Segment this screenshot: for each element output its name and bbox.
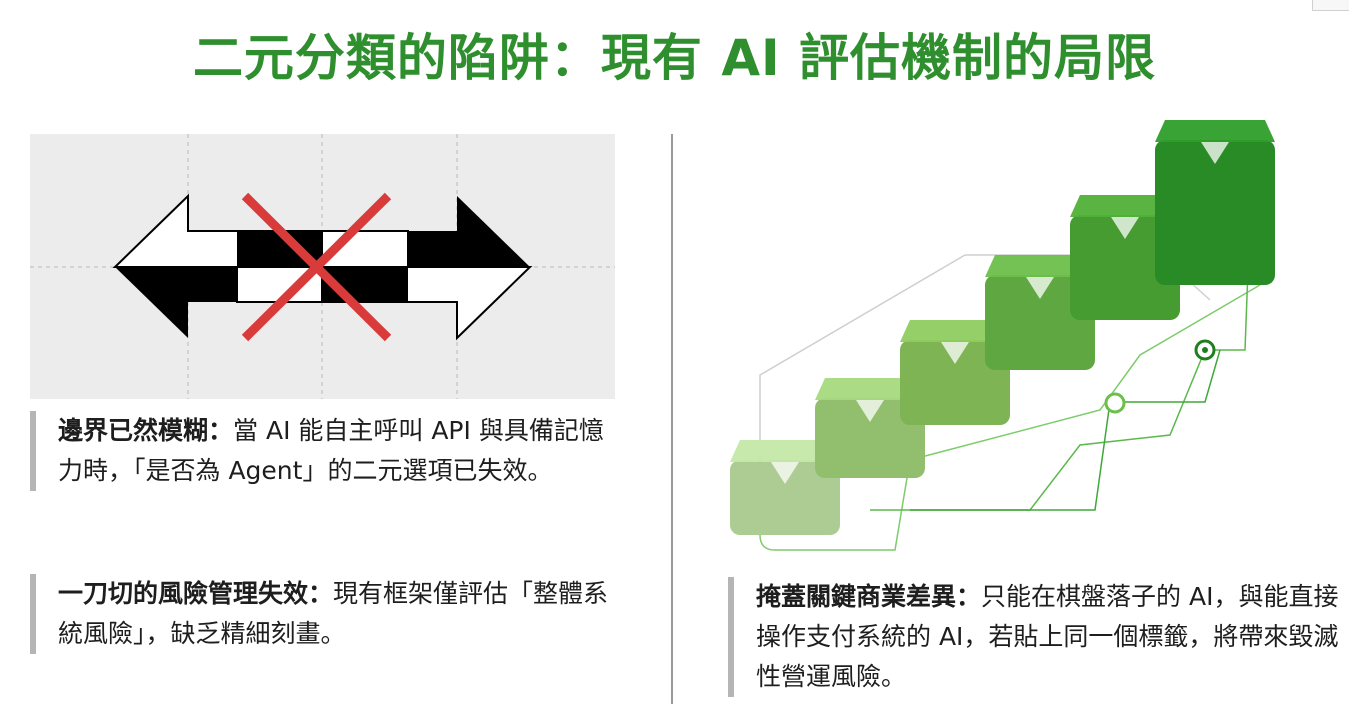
- cube-2: [815, 378, 925, 478]
- window-corner-frame: [1312, 0, 1349, 11]
- green-cubes-icon: [730, 120, 1275, 551]
- crossed-arrows-icon: [30, 134, 615, 399]
- cube-4: [985, 255, 1095, 370]
- cube-3: [900, 320, 1010, 425]
- column-divider: [671, 134, 673, 704]
- callout-heading: 一刀切的風險管理失效：: [58, 579, 334, 608]
- callout-heading: 邊界已然模糊：: [58, 416, 234, 445]
- callout-body: 現有框架僅評估「整體系統風險」，缺乏精細刻畫。: [58, 579, 609, 648]
- cube-5: [1070, 195, 1180, 320]
- callout-one-size-risk: 一刀切的風險管理失效：現有框架僅評估「整體系統風險」，缺乏精細刻畫。: [30, 574, 618, 654]
- callout-heading: 掩蓋關鍵商業差異：: [756, 582, 982, 611]
- callout-business-differences: 掩蓋關鍵商業差異：只能在棋盤落子的 AI，與能直接操作支付系統的 AI，若貼上同…: [728, 577, 1346, 697]
- callout-body: 當 AI 能自主呼叫 API 與具備記憶力時，「是否為 Agent」的二元選項已…: [58, 416, 604, 485]
- ascending-cubes-illustration: [700, 110, 1320, 570]
- callout-body: 只能在棋盤落子的 AI，與能直接操作支付系統的 AI，若貼上同一個標籤，將帶來毀…: [756, 582, 1339, 691]
- cube-6: [1155, 120, 1275, 285]
- binary-arrows-illustration: [30, 134, 615, 399]
- cube-1: [730, 440, 840, 535]
- page-title: 二元分類的陷阱：現有 AI 評估機制的局限: [192, 29, 1157, 87]
- callout-blurred-boundaries: 邊界已然模糊：當 AI 能自主呼叫 API 與具備記憶力時，「是否為 Agent…: [30, 411, 618, 491]
